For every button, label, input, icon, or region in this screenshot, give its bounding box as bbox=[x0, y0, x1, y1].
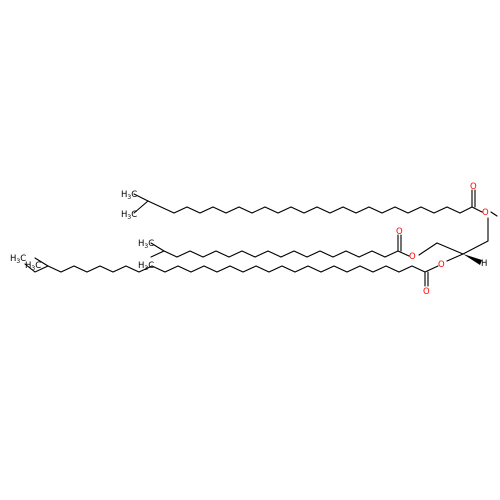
chain-1-ester-oxygen: O bbox=[482, 208, 489, 218]
chain-3-bonds bbox=[24, 263, 426, 273]
chain-1-methyl-bond-b bbox=[133, 200, 149, 214]
chain-2-carbonyl-oxygen: O bbox=[396, 227, 403, 237]
chain-3-branch-bond bbox=[34, 257, 49, 267]
chain-1-methyl-bottom: H3C bbox=[121, 210, 137, 221]
chain-3-carbonyl-oxygen: O bbox=[423, 287, 430, 297]
chain-2-methyl-top: H3C bbox=[138, 239, 154, 250]
chain-3-glycerol-bond bbox=[446, 253, 464, 262]
chain-3-ethyl-terminal: H3C bbox=[10, 254, 26, 265]
chain-2-bonds bbox=[150, 250, 399, 258]
fatty-acid-chain-2: O O H H3C H3C bbox=[138, 217, 489, 272]
chain-1-bonds bbox=[147, 200, 473, 214]
chain-2-glycerol-bond-b bbox=[436, 242, 464, 255]
chain-1-methyl-bond-a bbox=[133, 193, 149, 202]
stereo-hydrogen: H bbox=[481, 259, 487, 269]
chain-1-carbonyl-oxygen: O bbox=[470, 182, 477, 192]
chain-3-ester-oxygen: O bbox=[438, 260, 445, 270]
fatty-acid-chain-3: O O H3C H3C bbox=[10, 253, 464, 297]
fatty-acid-chain-1: O O H3C H3C bbox=[121, 182, 498, 221]
chain-1-glycerol-bond bbox=[490, 211, 498, 217]
chain-2-ester-oxygen: O bbox=[409, 252, 416, 262]
glycerol-backbone-bond bbox=[462, 240, 489, 255]
chain-1-methyl-top: H3C bbox=[121, 190, 137, 201]
chain-2-methyl-bond-a bbox=[150, 242, 165, 252]
chain-1-ester-bond bbox=[471, 206, 483, 213]
stereo-wedge bbox=[463, 254, 482, 265]
chain-2-glycerol-bond-a bbox=[418, 242, 438, 256]
chain-3-methyl-branch: H3C bbox=[25, 261, 41, 272]
chain-3-ester-bond bbox=[424, 265, 439, 273]
chain-2-ester-bond bbox=[397, 250, 410, 257]
